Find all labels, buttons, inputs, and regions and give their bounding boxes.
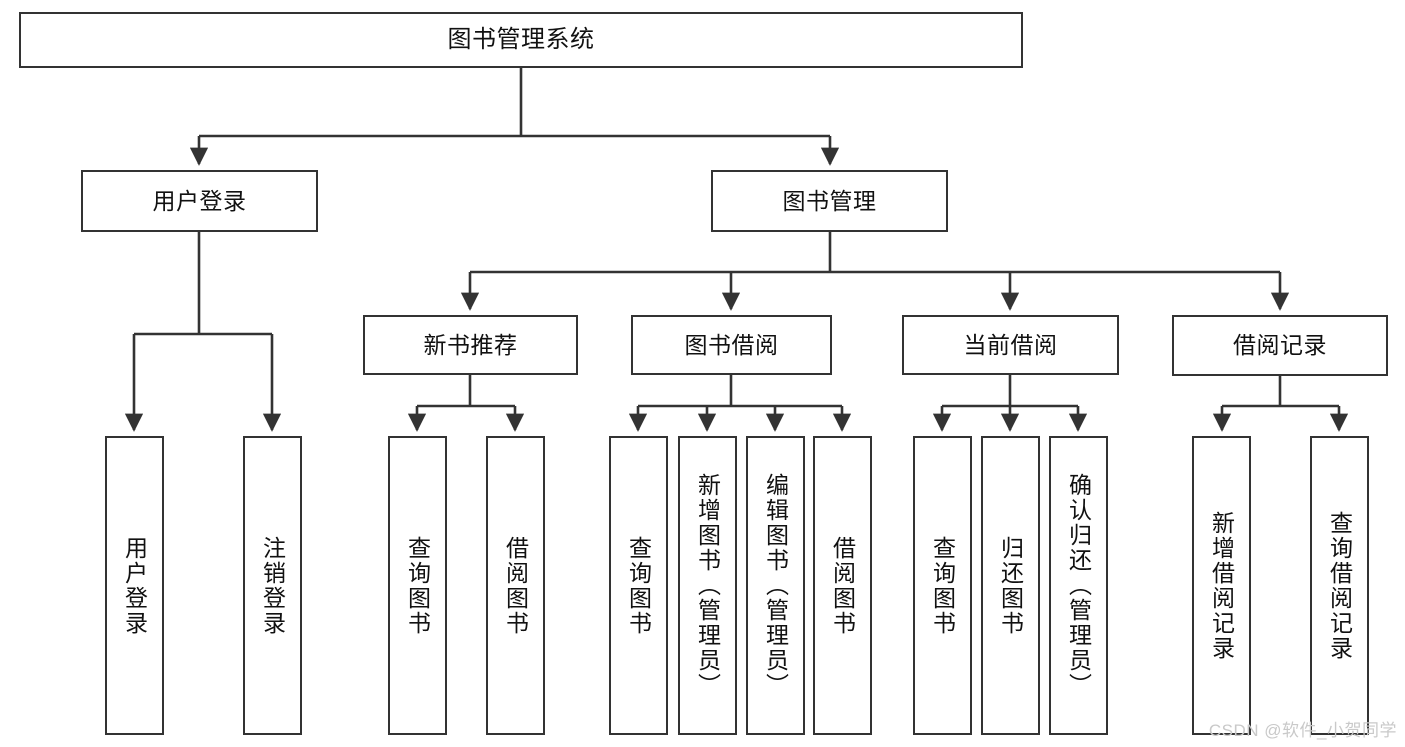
node-leaf-query-record-label: 查询借阅记录 xyxy=(1326,510,1353,661)
node-leaf-borrow-book-2-label: 借阅图书 xyxy=(829,535,856,636)
node-leaf-add-book[interactable]: 新增图书（管理员） xyxy=(678,436,737,735)
node-leaf-user-logout-label: 注销登录 xyxy=(259,535,286,636)
node-leaf-query-book-2[interactable]: 查询图书 xyxy=(609,436,668,735)
node-leaf-query-book-3-label: 查询图书 xyxy=(929,535,956,636)
node-leaf-borrow-book-1-label: 借阅图书 xyxy=(502,535,529,636)
node-book-borrow[interactable]: 图书借阅 xyxy=(631,315,832,375)
node-leaf-query-book-1-label: 查询图书 xyxy=(404,535,431,636)
node-leaf-query-book-2-label: 查询图书 xyxy=(625,535,652,636)
node-leaf-edit-book-label: 编辑图书（管理员） xyxy=(762,473,789,698)
node-current-borrow[interactable]: 当前借阅 xyxy=(902,315,1119,375)
node-leaf-confirm-return-label: 确认归还（管理员） xyxy=(1065,473,1092,698)
node-leaf-user-login[interactable]: 用户登录 xyxy=(105,436,164,735)
node-leaf-add-record[interactable]: 新增借阅记录 xyxy=(1192,436,1251,735)
node-leaf-edit-book[interactable]: 编辑图书（管理员） xyxy=(746,436,805,735)
node-leaf-add-record-label: 新增借阅记录 xyxy=(1208,510,1235,661)
node-leaf-query-book-3[interactable]: 查询图书 xyxy=(913,436,972,735)
node-leaf-confirm-return[interactable]: 确认归还（管理员） xyxy=(1049,436,1108,735)
node-leaf-add-book-label: 新增图书（管理员） xyxy=(694,473,721,698)
node-leaf-borrow-book-2[interactable]: 借阅图书 xyxy=(813,436,872,735)
node-leaf-user-login-label: 用户登录 xyxy=(121,535,148,636)
node-leaf-query-record[interactable]: 查询借阅记录 xyxy=(1310,436,1369,735)
node-leaf-query-book-1[interactable]: 查询图书 xyxy=(388,436,447,735)
node-leaf-user-logout[interactable]: 注销登录 xyxy=(243,436,302,735)
node-leaf-borrow-book-1[interactable]: 借阅图书 xyxy=(486,436,545,735)
node-root[interactable]: 图书管理系统 xyxy=(19,12,1023,68)
node-user-login[interactable]: 用户登录 xyxy=(81,170,318,232)
node-book-manage[interactable]: 图书管理 xyxy=(711,170,948,232)
node-leaf-return-book-label: 归还图书 xyxy=(997,535,1024,636)
node-leaf-return-book[interactable]: 归还图书 xyxy=(981,436,1040,735)
csdn-watermark: CSDN @软件_小贺同学 xyxy=(1208,721,1397,740)
node-borrow-record[interactable]: 借阅记录 xyxy=(1172,315,1388,376)
node-new-book-recommend[interactable]: 新书推荐 xyxy=(363,315,578,375)
